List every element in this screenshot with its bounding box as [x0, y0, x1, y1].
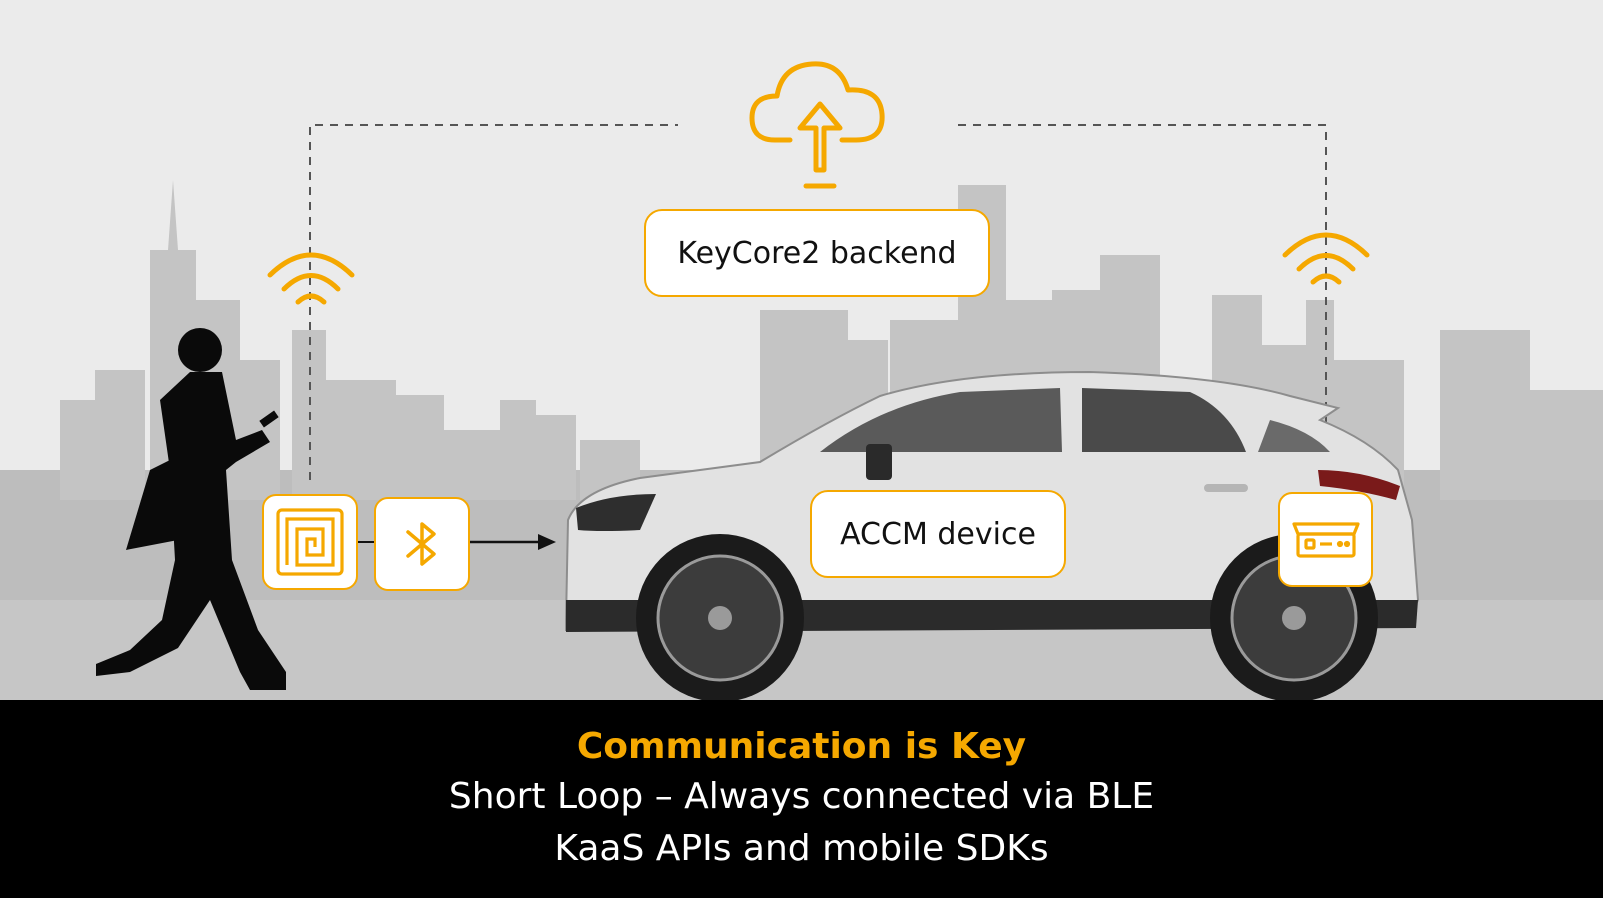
obd-device-icon: [1291, 521, 1360, 558]
caption-line-1: Short Loop – Always connected via BLE: [448, 776, 1155, 817]
scene-illustration: [0, 61, 1603, 700]
signal-icon-phone: [267, 252, 355, 305]
keycore-backend-card: KeyCore2 backend: [644, 209, 990, 297]
cloud-upload-icon: [749, 61, 885, 189]
front-wheel: [636, 534, 804, 700]
keycore-backend-label: KeyCore2 backend: [677, 235, 957, 271]
caption-line-2: KaaS APIs and mobile SDKs: [554, 828, 1049, 869]
accm-device-card: ACCM device: [810, 490, 1066, 578]
walking-person-silhouette: [96, 328, 286, 690]
obd-device-card: [1278, 492, 1373, 587]
caption-band: Communication is Key Short Loop – Always…: [0, 700, 1603, 898]
caption-headline: Communication is Key: [576, 726, 1027, 767]
nfc-card: [262, 494, 358, 590]
signal-icon-car: [1282, 232, 1370, 285]
cloud-connection-lines: [309, 124, 1327, 480]
bluetooth-icon: [406, 522, 436, 566]
nfc-icon: [276, 508, 344, 576]
bluetooth-card: [374, 497, 470, 591]
ble-to-car-arrow: [470, 534, 556, 550]
accm-device-label: ACCM device: [840, 516, 1036, 552]
